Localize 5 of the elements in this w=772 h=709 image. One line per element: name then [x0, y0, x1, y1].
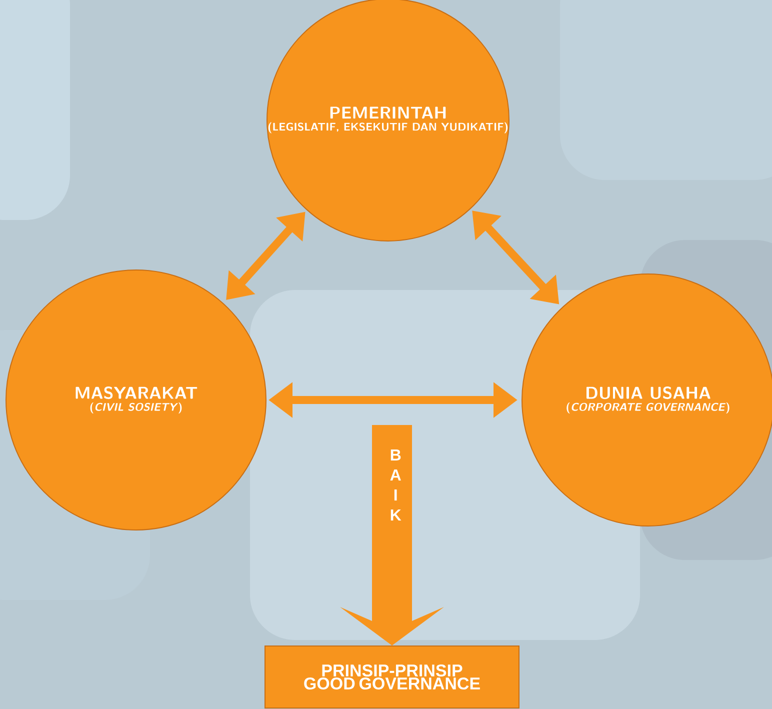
process-box: PRINSIP-PRINSIP GOOD GOVERNANCE	[264, 645, 520, 708]
arrow	[340, 424, 444, 646]
edge-label: BAIK	[390, 449, 402, 520]
circle-node: MASYARAKAT (CIVIL SOSIETY)	[6, 270, 266, 530]
circle-node: DUNIA USAHA (CORPORATE GOVERNANCE)	[522, 273, 772, 526]
